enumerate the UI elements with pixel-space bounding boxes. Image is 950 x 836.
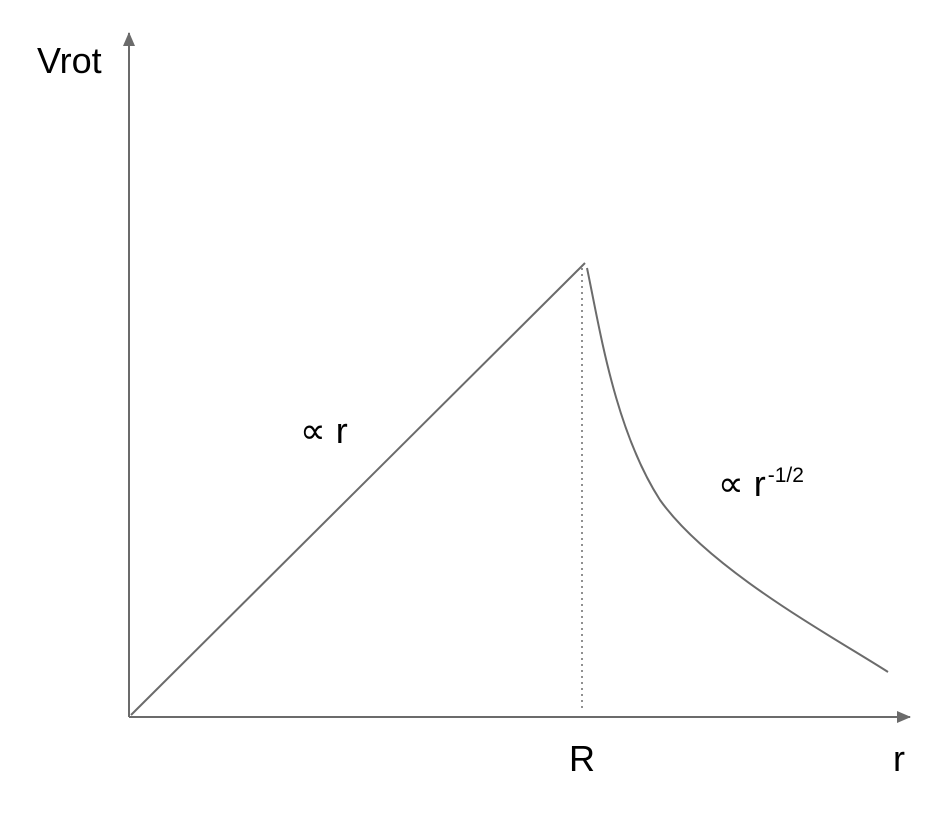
x-axis-label: r	[893, 738, 905, 779]
keplerian-falloff-curve	[586, 267, 889, 673]
linear-rise-curve	[130, 262, 586, 716]
inner-proportionality-label: ∝ r	[300, 410, 348, 451]
outer-proportionality-label: ∝ r-1/2	[718, 463, 804, 504]
y-axis-label: Vrot	[37, 40, 102, 81]
outer-proportionality-base: ∝ r	[718, 463, 766, 504]
outer-proportionality-exponent: -1/2	[768, 464, 804, 487]
r-marker-label: R	[569, 738, 595, 779]
